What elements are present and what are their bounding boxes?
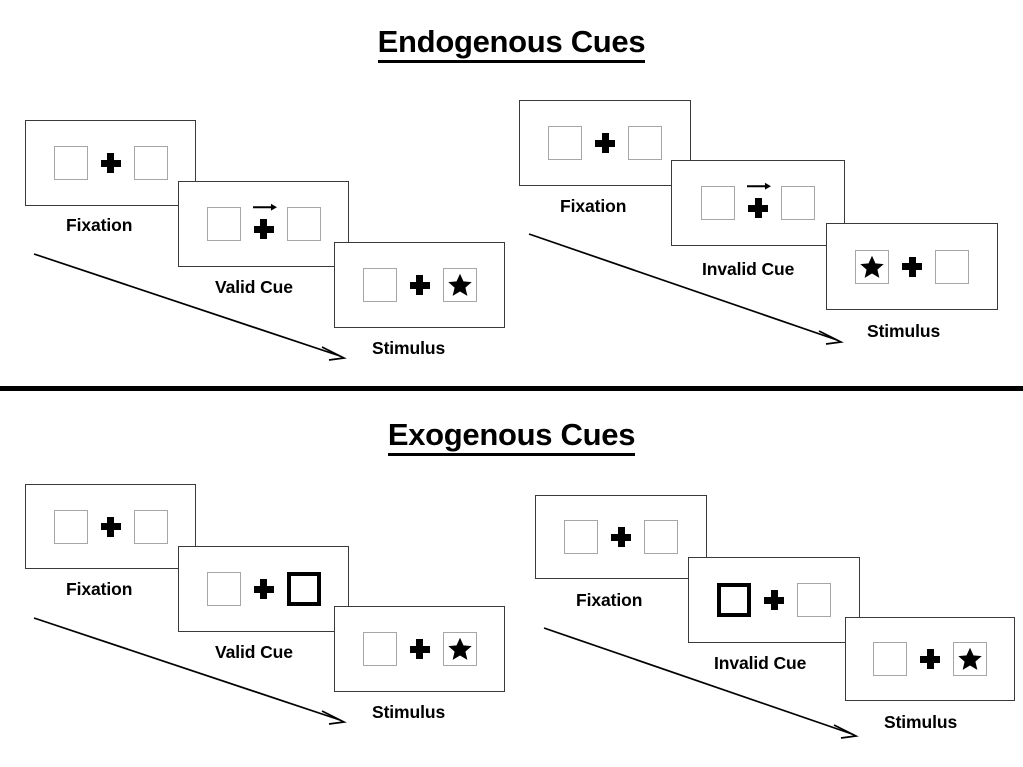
plus-icon bbox=[253, 219, 274, 239]
plus-icon bbox=[100, 153, 121, 173]
target-box-left[interactable] bbox=[548, 126, 582, 160]
plus-icon bbox=[902, 256, 922, 277]
target-box-right[interactable] bbox=[133, 146, 168, 180]
panel-content bbox=[855, 245, 969, 289]
panel-content bbox=[53, 505, 168, 549]
panel-exogenous-invalid-cue[interactable] bbox=[688, 557, 860, 643]
panel-content bbox=[206, 567, 321, 611]
target-box-right[interactable] bbox=[797, 583, 831, 617]
target-box-right[interactable] bbox=[644, 520, 678, 554]
fixation-area bbox=[751, 578, 797, 622]
target-box-left[interactable] bbox=[206, 207, 241, 241]
target-box-right[interactable] bbox=[628, 126, 662, 160]
fixation-area bbox=[582, 121, 628, 165]
star-icon bbox=[859, 254, 885, 280]
fixation-area bbox=[88, 141, 134, 185]
panel-endogenous-valid-fixation[interactable] bbox=[25, 120, 196, 206]
panel-label-exogenous-invalid-cue: Invalid Cue bbox=[714, 653, 807, 673]
cue-area bbox=[241, 202, 287, 246]
panel-label-exogenous-valid-stimulus: Stimulus bbox=[372, 702, 446, 722]
star-icon bbox=[447, 636, 473, 662]
target-box-left[interactable] bbox=[53, 146, 88, 180]
panel-endogenous-valid-stimulus[interactable] bbox=[334, 242, 505, 328]
panel-content bbox=[362, 263, 477, 307]
target-box-left-cued[interactable] bbox=[717, 583, 751, 617]
plus-icon bbox=[748, 198, 768, 218]
fixation-area bbox=[88, 505, 134, 549]
panel-exogenous-valid-cue[interactable] bbox=[178, 546, 349, 632]
plus-icon bbox=[764, 590, 784, 610]
target-box-right[interactable] bbox=[442, 268, 477, 302]
target-box-right[interactable] bbox=[133, 509, 168, 544]
target-box-right[interactable] bbox=[286, 207, 321, 241]
section-divider bbox=[0, 386, 1023, 391]
section-title-exogenous-text: Exogenous Cues bbox=[387, 418, 635, 456]
section-title-endogenous-text: Endogenous Cues bbox=[377, 25, 646, 63]
panel-content bbox=[701, 181, 815, 225]
arrow-right-icon bbox=[252, 203, 277, 212]
panel-content bbox=[717, 578, 831, 622]
panel-content bbox=[548, 121, 662, 165]
fixation-area bbox=[907, 637, 953, 681]
cue-area bbox=[735, 181, 781, 225]
star-icon bbox=[957, 646, 983, 672]
flow-arrow-endogenous-invalid bbox=[525, 228, 855, 353]
fixation-area bbox=[397, 263, 443, 307]
panel-label-endogenous-invalid-stimulus: Stimulus bbox=[867, 321, 941, 341]
panel-label-endogenous-valid-stimulus: Stimulus bbox=[372, 338, 446, 358]
panel-endogenous-invalid-stimulus[interactable] bbox=[826, 223, 998, 310]
plus-icon bbox=[409, 639, 430, 659]
panel-content bbox=[206, 202, 321, 246]
fixation-area bbox=[397, 627, 443, 671]
panel-endogenous-invalid-fixation[interactable] bbox=[519, 100, 691, 186]
panel-label-endogenous-valid-fixation: Fixation bbox=[66, 215, 133, 235]
panel-content bbox=[362, 627, 477, 671]
target-box-right[interactable] bbox=[935, 249, 969, 284]
plus-icon bbox=[920, 649, 940, 669]
plus-icon bbox=[409, 275, 430, 295]
target-box-left[interactable] bbox=[362, 268, 397, 302]
section-title-endogenous: Endogenous Cues bbox=[0, 24, 1023, 63]
plus-icon bbox=[100, 516, 121, 537]
plus-icon bbox=[253, 579, 274, 599]
panel-endogenous-invalid-cue[interactable] bbox=[671, 160, 845, 246]
target-box-left[interactable] bbox=[53, 509, 88, 544]
target-box-right-cued[interactable] bbox=[286, 572, 321, 606]
panel-content bbox=[564, 515, 678, 559]
target-box-right[interactable] bbox=[442, 632, 477, 666]
target-box-left[interactable] bbox=[206, 572, 241, 606]
panel-endogenous-valid-cue[interactable] bbox=[178, 181, 349, 267]
target-box-left[interactable] bbox=[564, 520, 598, 554]
target-box-right[interactable] bbox=[781, 186, 815, 220]
panel-content bbox=[873, 637, 987, 681]
fixation-area bbox=[241, 567, 287, 611]
panel-exogenous-valid-fixation[interactable] bbox=[25, 484, 196, 569]
plus-icon bbox=[595, 133, 615, 153]
panel-label-endogenous-valid-cue: Valid Cue bbox=[215, 277, 293, 297]
panel-label-exogenous-valid-cue: Valid Cue bbox=[215, 642, 293, 662]
arrow-right-icon bbox=[746, 182, 771, 191]
panel-exogenous-invalid-fixation[interactable] bbox=[535, 495, 707, 579]
fixation-area bbox=[889, 245, 935, 289]
star-icon bbox=[447, 272, 473, 298]
panel-label-endogenous-invalid-cue: Invalid Cue bbox=[702, 259, 795, 279]
target-box-right[interactable] bbox=[953, 642, 987, 676]
panel-exogenous-invalid-stimulus[interactable] bbox=[845, 617, 1015, 701]
target-box-left[interactable] bbox=[701, 186, 735, 220]
panel-exogenous-valid-stimulus[interactable] bbox=[334, 606, 505, 692]
fixation-area bbox=[598, 515, 644, 559]
panel-label-exogenous-invalid-stimulus: Stimulus bbox=[884, 712, 958, 732]
plus-icon bbox=[611, 527, 631, 547]
target-box-left[interactable] bbox=[855, 249, 889, 284]
panel-label-endogenous-invalid-fixation: Fixation bbox=[560, 196, 627, 216]
section-title-exogenous: Exogenous Cues bbox=[0, 417, 1023, 456]
target-box-left[interactable] bbox=[362, 632, 397, 666]
panel-content bbox=[53, 141, 168, 185]
target-box-left[interactable] bbox=[873, 642, 907, 676]
panel-label-exogenous-valid-fixation: Fixation bbox=[66, 579, 133, 599]
panel-label-exogenous-invalid-fixation: Fixation bbox=[576, 590, 643, 610]
